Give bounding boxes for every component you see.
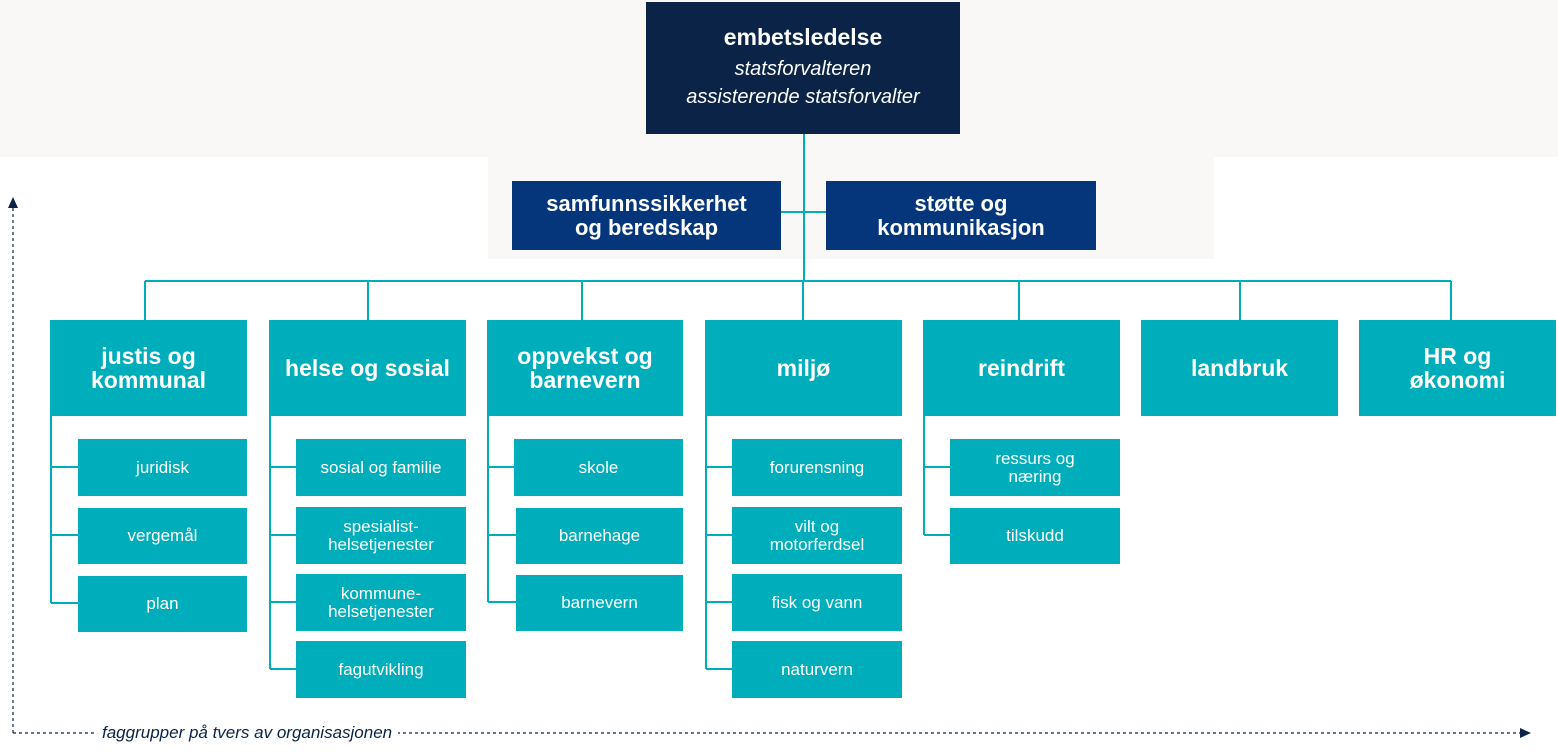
staff-label: støtte og	[914, 191, 1008, 217]
unit-label: ressurs og	[995, 448, 1075, 468]
leadership-role-1: statsforvalteren	[734, 58, 872, 81]
unit-label: skole	[578, 457, 619, 477]
unit-label: helsetjenester	[328, 534, 434, 554]
dept-miljo: miljø	[705, 320, 902, 416]
unit-label: tilskudd	[1006, 526, 1064, 546]
dept-landbruk: landbruk	[1141, 320, 1338, 416]
unit-label: motorferdsel	[769, 534, 865, 554]
unit-label: plan	[146, 594, 179, 614]
unit-label: juridisk	[136, 457, 189, 477]
dept-label: landbruk	[1190, 354, 1289, 381]
unit-label: naturvern	[781, 659, 853, 679]
unit-skole: skole	[514, 439, 683, 496]
dept-label: kommunal	[90, 367, 207, 393]
unit-juridisk: juridisk	[78, 439, 247, 496]
leadership-box: embetsledelse statsforvalteren assistere…	[646, 2, 960, 134]
cross-organisation-caption: faggrupper på tvers av organisasjonen	[96, 723, 399, 743]
unit-fagutvikling: fagutvikling	[296, 641, 466, 698]
unit-vilt-motorferdsel: vilt og motorferdsel	[732, 507, 902, 564]
unit-label: fisk og vann	[771, 592, 863, 612]
unit-label: kommune-	[340, 583, 422, 603]
unit-label: helsetjenester	[328, 601, 434, 621]
dept-helse: helse og sosial	[269, 320, 466, 416]
dept-oppvekst: oppvekst og barnevern	[487, 320, 683, 416]
unit-label: barnevern	[561, 593, 638, 613]
unit-label: fagutvikling	[338, 659, 424, 679]
unit-forurensning: forurensning	[732, 439, 902, 496]
dept-label: helse og sosial	[285, 354, 450, 381]
staff-box-kommunikasjon: støtte og kommunikasjon	[826, 181, 1096, 250]
staff-label: og beredskap	[574, 214, 719, 240]
dept-label: justis og	[101, 342, 196, 369]
unit-plan: plan	[78, 576, 247, 632]
unit-label: spesialist-	[343, 516, 419, 536]
dept-reindrift: reindrift	[923, 320, 1120, 416]
dept-hr-okonomi: HR og økonomi	[1359, 320, 1556, 416]
unit-tilskudd: tilskudd	[950, 508, 1120, 564]
unit-ressurs-naering: ressurs og næring	[950, 439, 1120, 496]
dept-justis: justis og kommunal	[50, 320, 247, 416]
unit-label: sosial og familie	[320, 457, 442, 477]
unit-label: barnehage	[558, 526, 641, 546]
unit-label: vergemål	[127, 526, 198, 546]
staff-label: samfunnssikkerhet	[546, 191, 747, 217]
unit-barnehage: barnehage	[516, 508, 683, 564]
unit-barnevern: barnevern	[516, 575, 683, 631]
dept-label: miljø	[776, 354, 831, 381]
dept-label: HR og	[1423, 342, 1492, 369]
unit-sosial-familie: sosial og familie	[296, 439, 466, 496]
dept-label: reindrift	[978, 354, 1065, 381]
dept-label: barnevern	[529, 367, 641, 393]
unit-spesialisthelsetjenester: spesialist- helsetjenester	[296, 507, 466, 564]
staff-label: kommunikasjon	[877, 214, 1045, 240]
unit-label: vilt og	[794, 516, 840, 536]
unit-naturvern: naturvern	[732, 641, 902, 698]
unit-fisk-vann: fisk og vann	[732, 574, 902, 631]
staff-box-beredskap: samfunnssikkerhet og beredskap	[512, 181, 781, 250]
leadership-role-2: assisterende statsforvalter	[686, 86, 920, 109]
dept-label: oppvekst og	[517, 342, 653, 369]
unit-kommunehelsetjenester: kommune- helsetjenester	[296, 574, 466, 631]
unit-label: forurensning	[769, 457, 865, 477]
unit-label: næring	[1008, 466, 1062, 486]
unit-vergemal: vergemål	[78, 508, 247, 564]
dept-label: økonomi	[1409, 367, 1506, 393]
leadership-title: embetsledelse	[723, 23, 883, 50]
